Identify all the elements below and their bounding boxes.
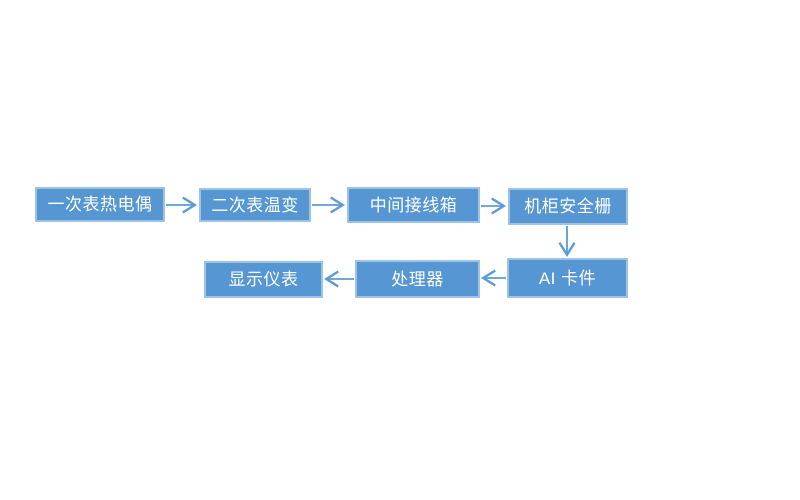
flow-node-label-intermediate-junction-box: 中间接线箱 (369, 195, 458, 215)
flow-node-label-processor: 处理器 (391, 269, 444, 289)
flow-node-display-instrument: 显示仪表 (204, 261, 323, 298)
flow-node-ai-card: AI 卡件 (507, 258, 628, 298)
flow-node-processor: 处理器 (355, 260, 480, 298)
flow-node-label-secondary-temp-transmitter: 二次表温变 (211, 195, 299, 215)
flow-node-label-cabinet-safety-barrier: 机柜安全栅 (524, 197, 612, 216)
flow-node-intermediate-junction-box: 中间接线箱 (347, 187, 480, 223)
flow-node-label-display-instrument: 显示仪表 (228, 270, 299, 289)
flow-node-cabinet-safety-barrier: 机柜安全栅 (508, 188, 628, 225)
flow-node-label-ai-card: AI 卡件 (538, 268, 597, 288)
flow-node-secondary-temp-transmitter: 二次表温变 (199, 188, 311, 222)
flow-node-primary-thermocouple: 一次表热电偶 (35, 187, 165, 222)
flow-node-label-primary-thermocouple: 一次表热电偶 (47, 195, 153, 214)
